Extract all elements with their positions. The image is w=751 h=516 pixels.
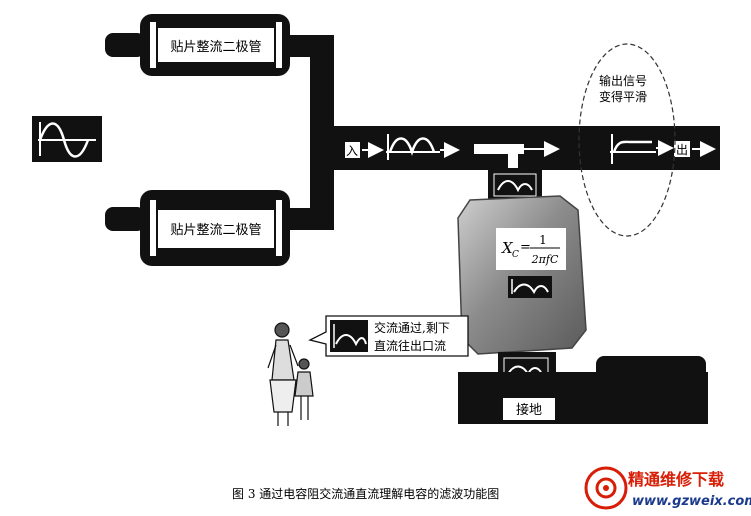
ground-block: 接地	[458, 352, 708, 424]
formula-numerator: 1	[539, 233, 547, 247]
capacitor-top-connector	[488, 168, 542, 200]
speech-line-2: 直流往出口流	[374, 338, 446, 353]
bottom-diode-label: 贴片整流二极管	[170, 223, 261, 238]
watermark-name: 精通维修下载	[628, 470, 724, 489]
capacitor: X C = 1 2πfC	[457, 195, 587, 355]
watermark-logo	[584, 466, 628, 510]
output-note: 输出信号 变得平滑	[578, 43, 676, 237]
pipe-network	[288, 35, 720, 230]
output-note-line-2: 变得平滑	[599, 89, 647, 104]
speech-line-1: 交流通过,剩下	[374, 320, 450, 335]
speech-bubble: 交流通过,剩下 直流往出口流	[308, 315, 469, 357]
formula-equals: =	[520, 240, 531, 255]
smooth-output-icon	[610, 134, 674, 164]
input-label: 入	[346, 144, 358, 158]
people-illustration	[267, 322, 314, 426]
ground-label: 接地	[516, 402, 542, 418]
top-diode-label: 贴片整流二极管	[170, 40, 261, 55]
input-sine-icon	[32, 116, 102, 162]
output-tag: 出	[674, 141, 716, 157]
formula-lhs: X	[501, 239, 514, 257]
bottom-diode: 贴片整流二极管	[105, 190, 290, 266]
rectified-wave-icon	[386, 134, 460, 160]
output-note-line-1: 输出信号	[599, 73, 647, 88]
input-tag: 入	[345, 142, 384, 158]
formula-sub: C	[512, 250, 519, 260]
top-diode: 贴片整流二极管	[105, 14, 290, 76]
watermark-url: www.gzweix.com	[632, 494, 751, 509]
figure-caption: 图 3 通过电容阻交流通直流理解电容的滤波功能图	[232, 486, 499, 501]
output-label: 出	[676, 143, 688, 157]
formula-denominator: 2πfC	[531, 253, 559, 266]
